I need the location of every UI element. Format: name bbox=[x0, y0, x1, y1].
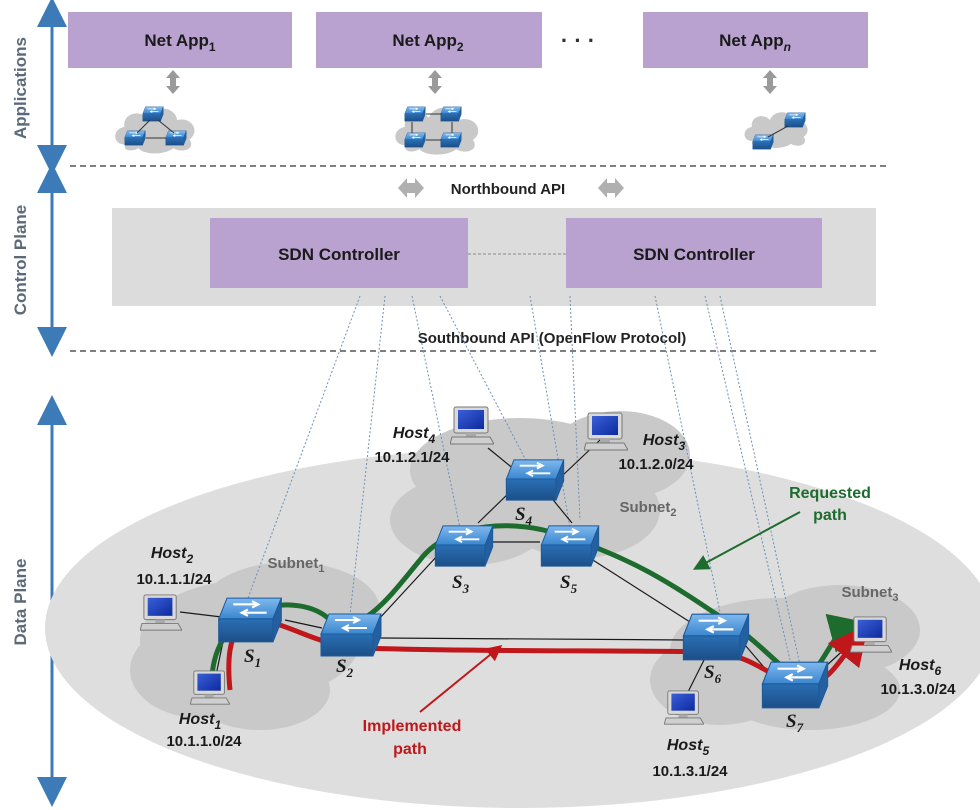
applications-layer-label: Applications bbox=[11, 37, 30, 139]
net-app-2-box: Net App2 bbox=[316, 12, 542, 68]
svg-text:S6: S6 bbox=[704, 662, 722, 686]
net-app-n-label: Net App bbox=[719, 31, 784, 50]
sdn-controller-2-label: SDN Controller bbox=[633, 245, 755, 264]
host-1-label: Host1 10.1.1.0/24 bbox=[166, 711, 242, 750]
implemented-path-pointer bbox=[419, 644, 503, 713]
switch-s1: S1 bbox=[217, 597, 283, 670]
svg-text:S7: S7 bbox=[786, 711, 804, 735]
switch-s5: S5 bbox=[540, 524, 600, 596]
host-5-ip: 10.1.3.1/24 bbox=[652, 763, 728, 780]
net-app-n-box: Net Appn bbox=[643, 12, 868, 68]
requested-path-label-line2: path bbox=[813, 507, 847, 524]
svg-text:Host1: Host1 bbox=[179, 711, 222, 732]
implemented-path-label-line1: Implemented bbox=[363, 718, 462, 735]
southbound-api-label: Southbound API (OpenFlow Protocol) bbox=[418, 330, 687, 347]
net-app-n-subscript: n bbox=[784, 40, 791, 54]
northbound-arrows bbox=[398, 178, 624, 198]
host-1-ip: 10.1.1.0/24 bbox=[166, 733, 242, 750]
switch-s3-label: S bbox=[452, 572, 463, 593]
requested-path-label-line1: Requested bbox=[789, 485, 871, 502]
svg-text:S4: S4 bbox=[515, 504, 533, 528]
host-6-ip: 10.1.3.0/24 bbox=[880, 681, 956, 698]
host-5-label: Host5 10.1.3.1/24 bbox=[652, 737, 728, 780]
host-3-pc-icon bbox=[584, 412, 628, 451]
svg-text:Net App1: Net App1 bbox=[144, 31, 216, 54]
switch-s3: S3 bbox=[434, 524, 494, 596]
host-5-pc-icon bbox=[664, 690, 704, 725]
control-plane-layer-label: Control Plane bbox=[11, 205, 30, 316]
host-4-label: Host4 10.1.2.1/24 bbox=[374, 425, 450, 466]
svg-text:Net App2: Net App2 bbox=[392, 31, 464, 54]
svg-text:Host4: Host4 bbox=[393, 425, 436, 446]
net-app-2-subscript: 2 bbox=[457, 40, 464, 54]
sdn-controller-1: SDN Controller bbox=[210, 218, 468, 288]
net-app-1-box: Net App1 bbox=[68, 12, 292, 68]
svg-text:Host5: Host5 bbox=[667, 737, 710, 758]
app-1-network-icon bbox=[115, 106, 195, 154]
northbound-api-label: Northbound API bbox=[451, 181, 565, 198]
host-6-label: Host6 10.1.3.0/24 bbox=[880, 657, 956, 698]
switch-s6-label: S bbox=[704, 662, 715, 683]
host-2-ip: 10.1.1.1/24 bbox=[136, 571, 212, 588]
app-api-arrows bbox=[166, 70, 777, 94]
net-app-2-label: Net App bbox=[392, 31, 457, 50]
svg-text:Net Appn: Net Appn bbox=[719, 31, 791, 54]
apps-ellipsis: · · · bbox=[561, 28, 595, 53]
subnet-1-label: Subnet1 bbox=[268, 555, 325, 575]
switch-s2: S2 bbox=[319, 612, 383, 680]
host-4-pc-icon bbox=[450, 406, 494, 445]
host-6-pc-icon bbox=[850, 616, 892, 653]
net-app-1-label: Net App bbox=[144, 31, 209, 50]
svg-text:S1: S1 bbox=[244, 646, 261, 670]
net-app-1-subscript: 1 bbox=[209, 40, 216, 54]
subnet-2-label: Subnet2 bbox=[620, 499, 677, 519]
requested-path-pointer bbox=[692, 511, 801, 570]
svg-text:S5: S5 bbox=[560, 572, 578, 596]
host-3-ip: 10.1.2.0/24 bbox=[618, 456, 694, 473]
svg-text:Host2: Host2 bbox=[151, 545, 194, 566]
subnet-3-label: Subnet3 bbox=[842, 584, 899, 604]
switch-s4: S4 bbox=[505, 458, 565, 528]
host-2-label: Host2 10.1.1.1/24 bbox=[136, 545, 212, 588]
svg-text:Host3: Host3 bbox=[643, 432, 686, 453]
host-3-label: Host3 10.1.2.0/24 bbox=[618, 432, 694, 473]
host-2-pc-icon bbox=[140, 594, 182, 631]
sdn-controller-1-label: SDN Controller bbox=[278, 245, 400, 264]
svg-text:S3: S3 bbox=[452, 572, 470, 596]
implemented-path-label-line2: path bbox=[393, 741, 427, 758]
data-plane-layer-label: Data Plane bbox=[11, 559, 30, 646]
host-4-ip: 10.1.2.1/24 bbox=[374, 449, 450, 466]
svg-text:S2: S2 bbox=[336, 656, 354, 680]
switch-s7: S7 bbox=[761, 661, 829, 735]
switch-s6: S6 bbox=[682, 613, 750, 686]
switch-s7-label: S bbox=[786, 711, 797, 732]
svg-text:Host6: Host6 bbox=[899, 657, 942, 678]
switch-s5-label: S bbox=[560, 572, 571, 593]
switch-s2-label: S bbox=[336, 656, 347, 677]
host-1-pc-icon bbox=[190, 670, 230, 705]
switch-s1-label: S bbox=[244, 646, 255, 667]
app-2-network-icon bbox=[395, 106, 479, 155]
sdn-controller-2: SDN Controller bbox=[566, 218, 822, 288]
app-n-network-icon bbox=[744, 112, 808, 150]
switch-s4-label: S bbox=[515, 504, 526, 525]
